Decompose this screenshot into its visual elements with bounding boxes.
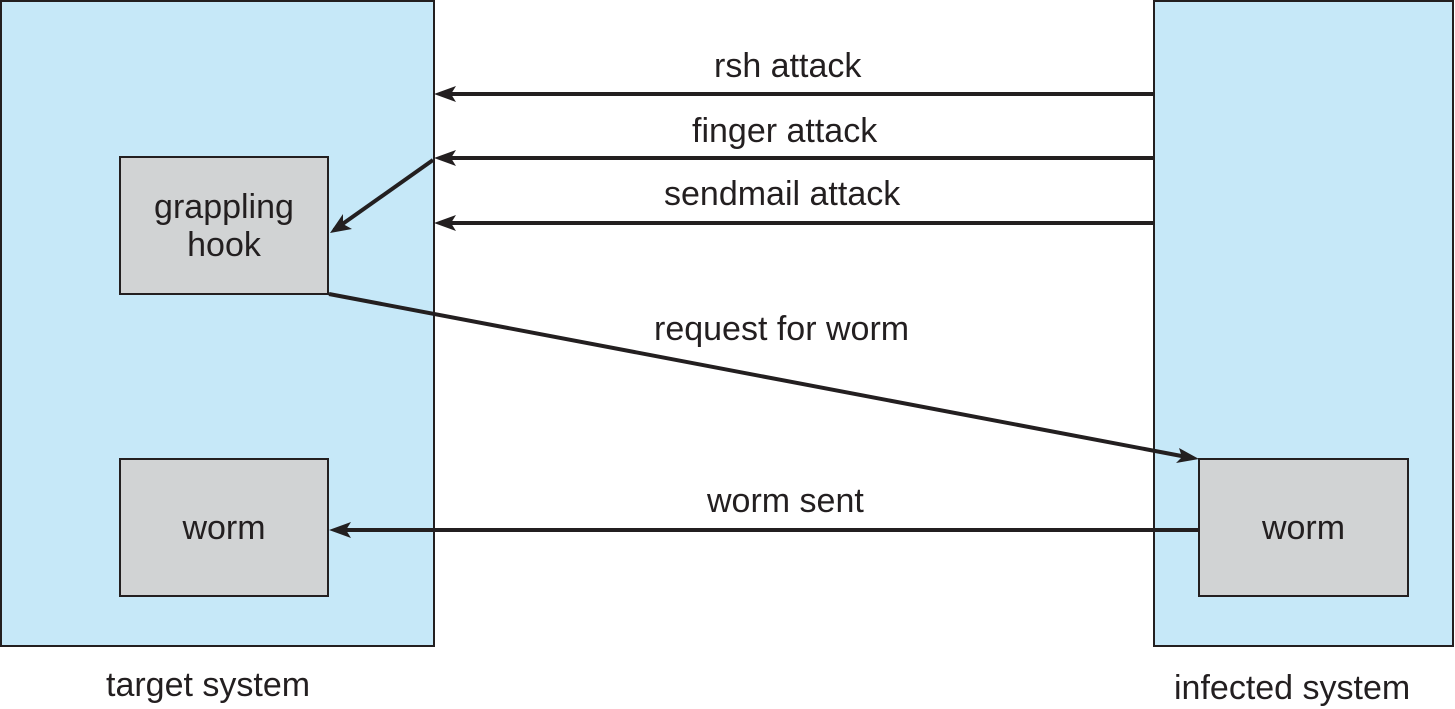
worm-sent-label: worm sent [707,482,864,520]
grappling-hook-label: grappling hook [154,187,294,264]
finger-to-hook-arrow [332,158,435,232]
hook-arrowhead [330,214,352,233]
grappling-hook-box: grappling hook [119,156,329,295]
infected-worm-box: worm [1198,458,1409,597]
worm-sent-arrowhead [329,522,351,538]
sendmail-arrowhead [434,215,456,231]
finger-attack-label: finger attack [692,112,878,150]
request-arrowhead [1176,448,1199,463]
target-system-label: target system [106,666,311,704]
finger-arrowhead [434,150,456,166]
target-worm-label: worm [182,508,266,547]
infected-worm-label: worm [1261,508,1346,547]
request-for-worm-arrow [328,292,1193,460]
sendmail-attack-label: sendmail attack [664,175,901,213]
rsh-arrowhead [434,86,456,102]
rsh-attack-label: rsh attack [714,47,862,85]
request-for-worm-label: request for worm [654,310,910,348]
target-worm-box: worm [119,458,329,597]
infected-system-label: infected system [1174,669,1411,707]
